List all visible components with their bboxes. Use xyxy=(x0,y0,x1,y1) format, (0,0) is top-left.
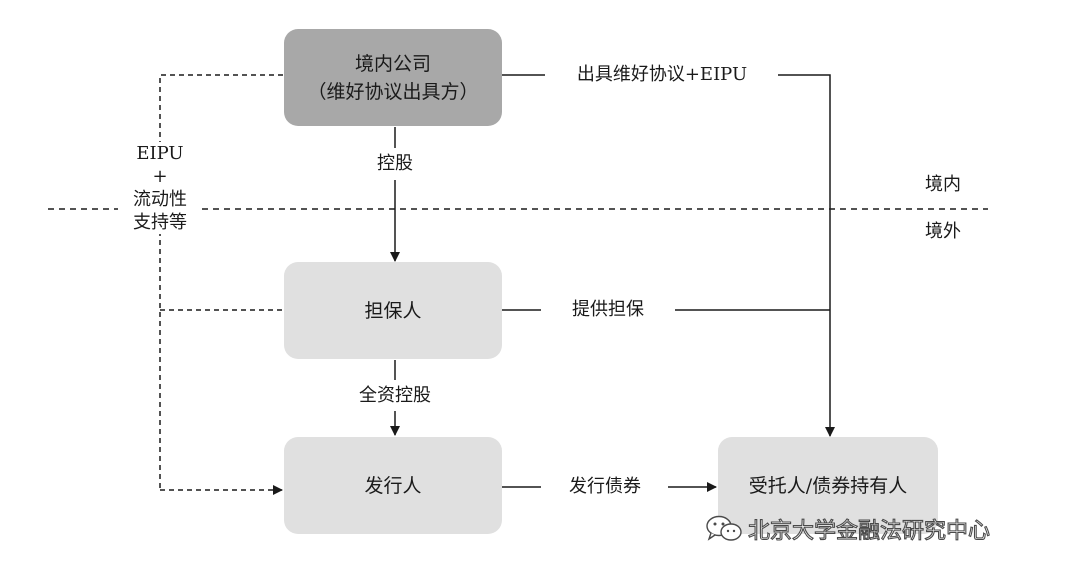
trustee-node: 受托人/债券持有人 xyxy=(718,437,938,534)
support-label-line3: 流动性 xyxy=(133,189,187,210)
guarantor-label: 担保人 xyxy=(364,299,422,322)
onshore-label: 境内 xyxy=(925,173,961,197)
full-control-label: 全资控股 xyxy=(347,384,443,408)
keepwell-eipu-label: 出具维好协议+EIPU xyxy=(550,63,774,87)
support-label-line2: + xyxy=(152,166,168,187)
watermark: 北京大学金融法研究中心 xyxy=(704,513,991,545)
offshore-label: 境外 xyxy=(925,220,961,244)
issuer-label: 发行人 xyxy=(364,474,422,497)
control-label: 控股 xyxy=(370,152,420,176)
wechat-icon xyxy=(706,515,742,541)
guarantor-node: 担保人 xyxy=(284,262,502,359)
guarantee-label: 提供担保 xyxy=(545,298,671,322)
domestic-company-title: 境内公司 xyxy=(354,52,431,75)
trustee-label: 受托人/债券持有人 xyxy=(748,474,908,497)
support-label-line1: EIPU xyxy=(136,143,184,164)
issuer-node: 发行人 xyxy=(284,437,502,534)
keepwell-line-right xyxy=(778,74,835,437)
watermark-text: 北京大学金融法研究中心 xyxy=(747,518,991,544)
support-label: EIPU + 流动性 支持等 xyxy=(118,142,202,234)
support-label-line4: 支持等 xyxy=(133,212,187,233)
domestic-company-node: 境内公司 （维好协议出具方） xyxy=(284,29,502,126)
support-dashed-line xyxy=(159,74,283,490)
issue-bonds-label: 发行债券 xyxy=(545,475,665,499)
domestic-company-subtitle: （维好协议出具方） xyxy=(307,80,479,103)
